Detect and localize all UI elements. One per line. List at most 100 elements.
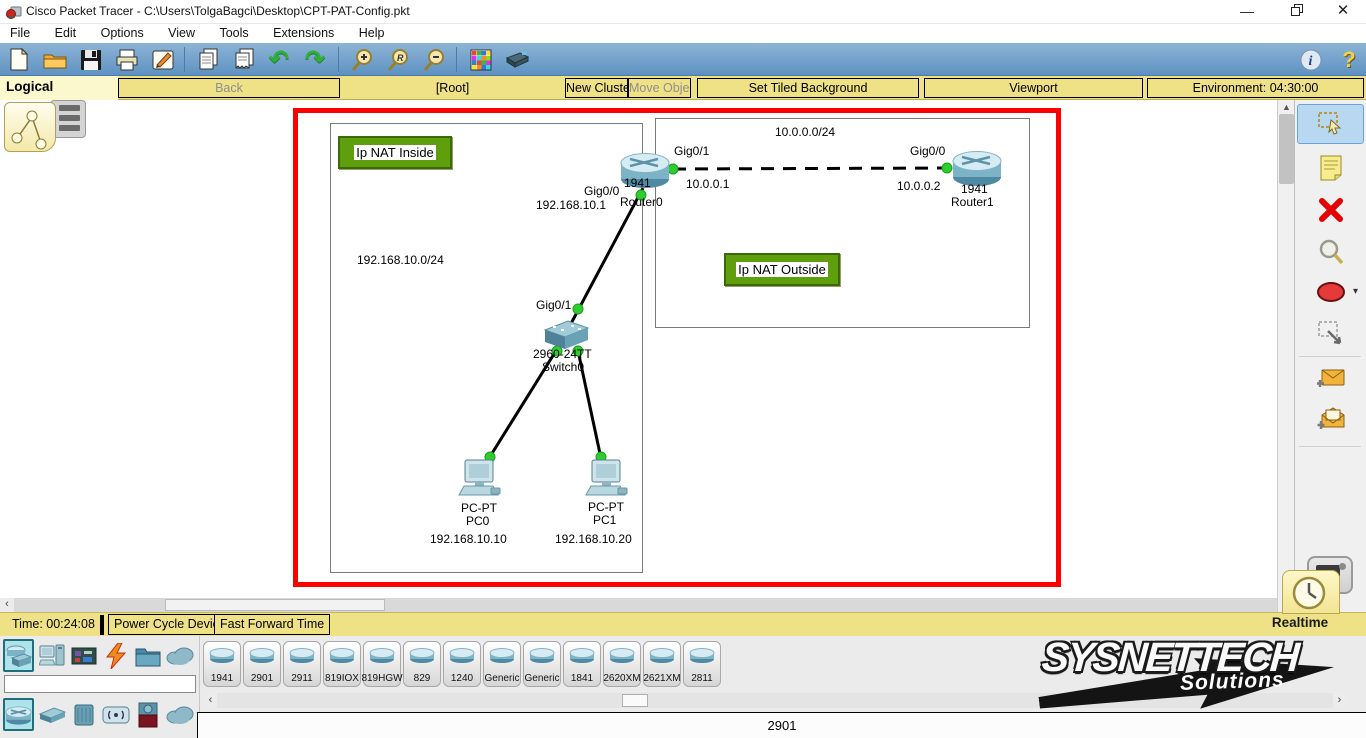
zoom-in-button[interactable] <box>348 46 378 73</box>
viewport-button[interactable]: Viewport <box>924 78 1143 98</box>
device-model-button[interactable]: 1841 <box>563 641 601 687</box>
router-icon <box>489 648 515 663</box>
category-connections-button[interactable] <box>100 639 131 672</box>
resize-shape-button[interactable] <box>1315 318 1347 350</box>
device-model-button[interactable]: 2911 <box>283 641 321 687</box>
router-icon <box>529 648 555 663</box>
realtime-mode-button[interactable] <box>1282 570 1340 614</box>
horizontal-scroll-thumb[interactable] <box>165 599 385 611</box>
device-model-button[interactable]: Generic <box>523 641 561 687</box>
custom-devices-dialog-button[interactable] <box>502 46 532 73</box>
print-button[interactable] <box>112 46 142 73</box>
new-cluster-button[interactable]: New Cluster <box>565 78 628 98</box>
open-file-button[interactable] <box>40 46 70 73</box>
pc0-name-label: PC0 <box>466 514 490 528</box>
menu-help[interactable]: Help <box>358 26 385 40</box>
info-button[interactable]: i <box>1296 46 1326 73</box>
device-model-button[interactable]: 2901 <box>243 641 281 687</box>
new-file-button[interactable] <box>4 46 34 73</box>
fast-forward-time-button[interactable]: Fast Forward Time <box>214 614 331 635</box>
menu-options[interactable]: Options <box>100 26 144 40</box>
category-multiuser-button[interactable] <box>164 639 195 672</box>
logical-workspace-canvas[interactable]: Ip NAT Inside Ip NAT Outside <box>0 100 1277 598</box>
environment-button[interactable]: Environment: 04:30:00 <box>1147 78 1364 98</box>
restore-button[interactable] <box>1280 0 1314 23</box>
device-model-button[interactable]: 2621XM <box>643 641 681 687</box>
menu-tools[interactable]: Tools <box>219 26 249 40</box>
save-button[interactable] <box>76 46 106 73</box>
subcategory-wireless-button[interactable] <box>100 698 131 731</box>
paste-button[interactable] <box>230 46 260 73</box>
close-button[interactable]: ✕ <box>1336 2 1350 19</box>
subcategory-switches-button[interactable] <box>36 698 67 731</box>
router-icon <box>689 648 715 663</box>
switch0-model-label: 2960-24TT <box>533 347 592 361</box>
switch0-device[interactable] <box>541 317 591 358</box>
zoom-reset-button[interactable]: R <box>384 46 414 73</box>
device-model-button[interactable]: 819IOX <box>323 641 361 687</box>
pc1-device[interactable] <box>584 458 630 507</box>
place-note-button[interactable] <box>1315 152 1347 184</box>
subcategory-security-button[interactable] <box>132 698 163 731</box>
category-components-button[interactable] <box>68 639 99 672</box>
logical-workspace-tab[interactable] <box>4 102 56 152</box>
zoom-reset-icon: R <box>387 48 408 71</box>
physical-workspace-tab[interactable] <box>50 100 86 138</box>
scroll-left-arrow[interactable]: ‹ <box>0 598 14 612</box>
scroll-up-arrow[interactable]: ▲ <box>1282 102 1291 112</box>
set-tiled-background-button[interactable]: Set Tiled Background <box>697 78 919 98</box>
main-toolbar: ↶ ↷ R <box>0 43 1366 76</box>
menu-file[interactable]: File <box>10 26 31 40</box>
device-model-button[interactable]: 2620XM <box>603 641 641 687</box>
inspect-tool-button[interactable] <box>1315 236 1347 268</box>
redo-button[interactable]: ↷ <box>300 46 330 73</box>
menu-edit[interactable]: Edit <box>54 26 77 40</box>
lightning-icon <box>105 642 126 669</box>
category-misc-button[interactable] <box>132 639 163 672</box>
delete-tool-button[interactable] <box>1315 194 1347 226</box>
category-end-devices-button[interactable] <box>36 639 67 672</box>
workspace-mode-label[interactable]: Logical <box>0 76 118 100</box>
zoom-out-button[interactable] <box>420 46 450 73</box>
device-model-button[interactable]: 819HGW <box>361 641 403 687</box>
device-list-scrollbar[interactable]: ‹ › <box>204 693 1346 708</box>
outside-network-box <box>655 118 1030 328</box>
router0-device[interactable] <box>620 150 670 195</box>
copy-button[interactable] <box>194 46 224 73</box>
activity-wizard-button[interactable] <box>148 46 178 73</box>
menu-view[interactable]: View <box>168 26 196 40</box>
device-model-button[interactable]: 829 <box>403 641 441 687</box>
category-network-devices-button[interactable] <box>3 639 34 672</box>
shape-dropdown-caret[interactable]: ▾ <box>1353 286 1359 297</box>
device-model-button[interactable]: 2811 <box>683 641 721 687</box>
subcategory-wan-emulation-button[interactable] <box>164 698 195 731</box>
back-button[interactable]: Back <box>118 78 340 98</box>
horizontal-scrollbar[interactable]: ‹ <box>0 598 1277 612</box>
add-simple-pdu-button[interactable] <box>1315 362 1347 394</box>
move-object-button[interactable]: Move Object <box>628 78 691 98</box>
subcategory-hubs-button[interactable] <box>68 698 99 731</box>
router1-device[interactable] <box>952 148 1002 193</box>
vertical-scroll-thumb[interactable] <box>1279 114 1294 184</box>
restore-icon <box>1291 4 1303 16</box>
help-button[interactable]: ? <box>1334 46 1364 73</box>
pc0-device[interactable] <box>457 458 503 507</box>
undo-button[interactable]: ↶ <box>264 46 294 73</box>
menu-extensions[interactable]: Extensions <box>273 26 335 40</box>
select-tool-button[interactable] <box>1297 104 1364 144</box>
draw-shape-button[interactable] <box>1315 276 1347 308</box>
vertical-scrollbar[interactable]: ▲ <box>1277 100 1294 612</box>
minimize-button[interactable]: — <box>1240 3 1254 19</box>
device-model-button[interactable]: Generic <box>483 641 521 687</box>
device-scroll-right-arrow[interactable]: › <box>1333 693 1346 708</box>
device-model-label: 2911 <box>291 673 313 684</box>
device-model-button[interactable]: 1240 <box>443 641 481 687</box>
device-scroll-thumb[interactable] <box>622 694 648 707</box>
add-complex-pdu-button[interactable] <box>1315 402 1347 434</box>
device-scroll-left-arrow[interactable]: ‹ <box>204 693 217 708</box>
router-icon <box>649 648 675 663</box>
device-model-button[interactable]: 1941 <box>203 641 241 687</box>
subcategory-routers-button[interactable] <box>3 698 34 731</box>
palette-dialog-button[interactable] <box>466 46 496 73</box>
device-filter-input[interactable] <box>4 675 196 693</box>
